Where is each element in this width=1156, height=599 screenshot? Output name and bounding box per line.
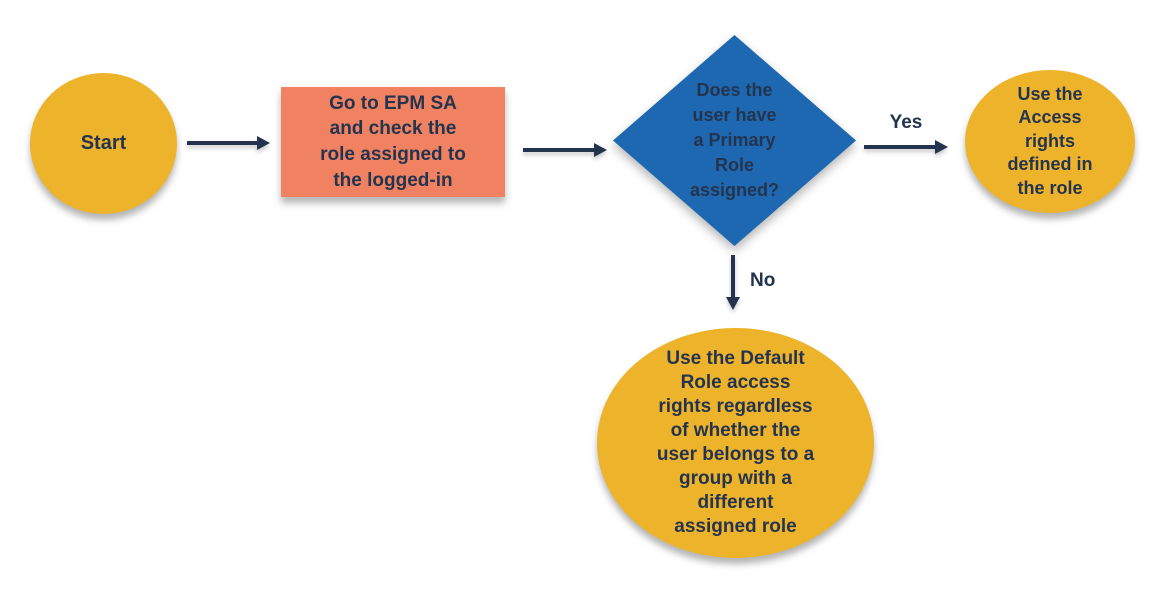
arrow-decision-to-yes-outcome xyxy=(864,140,948,154)
yes-outcome-node: Use the Access rights defined in the rol… xyxy=(965,70,1135,213)
no-outcome-node: Use the Default Role access rights regar… xyxy=(597,328,874,558)
decision-node-label: Does the user have a Primary Role assign… xyxy=(689,79,780,201)
start-node: Start xyxy=(30,73,177,214)
arrow-shaft xyxy=(864,145,935,149)
arrowhead-right-icon xyxy=(935,140,948,154)
arrow-process-to-decision xyxy=(523,143,607,157)
arrow-shaft xyxy=(731,255,735,297)
arrow-shaft xyxy=(187,141,257,145)
process-node-label: Go to EPM SA and check the role assigned… xyxy=(320,92,466,191)
start-node-label: Start xyxy=(80,132,127,154)
arrowhead-right-icon xyxy=(257,136,270,150)
no-outcome-label: Use the Default Role access rights regar… xyxy=(656,348,815,537)
decision-diamond: Does the user have a Primary Role assign… xyxy=(613,35,856,246)
process-node: Go to EPM SA and check the role assigned… xyxy=(281,87,505,197)
yes-edge-label: Yes xyxy=(889,112,923,133)
yes-outcome-label: Use the Access rights defined in the rol… xyxy=(1007,84,1093,198)
arrowhead-down-icon xyxy=(726,297,740,310)
arrow-shaft xyxy=(523,148,594,152)
arrow-decision-to-no-outcome xyxy=(726,255,740,310)
decision-node: Does the user have a Primary Role assign… xyxy=(613,35,856,246)
no-edge-label: No xyxy=(750,270,776,291)
arrowhead-right-icon xyxy=(594,143,607,157)
arrow-start-to-process xyxy=(187,136,270,150)
